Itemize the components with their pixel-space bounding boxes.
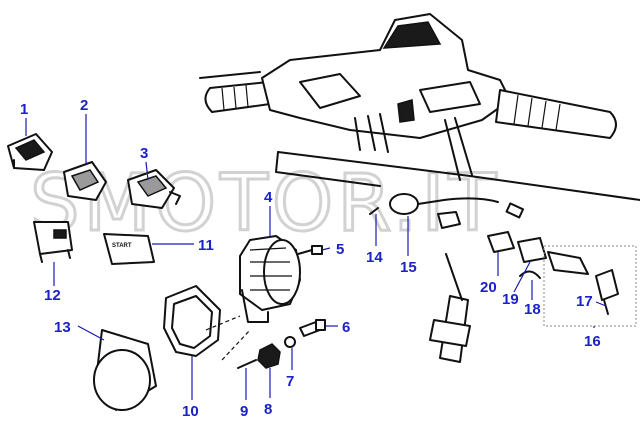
part-19-sleeve bbox=[517, 237, 547, 263]
part-8-nut bbox=[257, 343, 281, 369]
callout-5: 5 bbox=[336, 241, 344, 258]
callout-10: 10 bbox=[182, 403, 199, 420]
part-15-connector bbox=[389, 193, 525, 229]
steering-shaft bbox=[429, 253, 471, 363]
part-2-switch bbox=[63, 161, 107, 201]
part-18-clip bbox=[519, 270, 541, 279]
callout-7: 7 bbox=[286, 373, 294, 390]
callout-17: 17 bbox=[576, 293, 593, 310]
callout-13: 13 bbox=[54, 319, 71, 336]
part-6-bolt bbox=[299, 319, 326, 337]
part-7-washer bbox=[284, 336, 296, 348]
part-20-bushing bbox=[487, 231, 515, 253]
callout-12: 12 bbox=[44, 287, 61, 304]
callout-9: 9 bbox=[240, 403, 248, 420]
part-11-start-button: START bbox=[103, 233, 155, 265]
part-10-ring-bracket bbox=[163, 285, 251, 361]
callout-14: 14 bbox=[366, 249, 383, 266]
part-17-key bbox=[603, 299, 609, 315]
part-9-stud bbox=[237, 359, 257, 369]
part-4-horn bbox=[239, 235, 301, 323]
part-13-cover bbox=[93, 329, 157, 411]
callout-4: 4 bbox=[264, 189, 273, 206]
callout-11: 11 bbox=[198, 237, 214, 254]
callout-20: 20 bbox=[480, 279, 497, 296]
callout-19: 19 bbox=[502, 291, 519, 308]
part-12-switch bbox=[33, 221, 73, 263]
part-3-switch bbox=[127, 169, 181, 209]
callout-6: 6 bbox=[342, 319, 350, 336]
callout-3: 3 bbox=[140, 145, 148, 162]
callout-8: 8 bbox=[264, 401, 272, 418]
part-1-rocker-switch bbox=[7, 133, 53, 171]
callout-16: 16 bbox=[584, 333, 601, 350]
callout-15: 15 bbox=[400, 259, 417, 276]
callout-2: 2 bbox=[80, 97, 88, 114]
callout-18: 18 bbox=[524, 301, 541, 318]
part-14-pin bbox=[369, 207, 379, 215]
part-16-lock-kit bbox=[543, 245, 637, 327]
callout-1: 1 bbox=[20, 101, 28, 118]
start-button-label: START bbox=[112, 243, 132, 249]
handlebar-assembly bbox=[199, 13, 640, 201]
